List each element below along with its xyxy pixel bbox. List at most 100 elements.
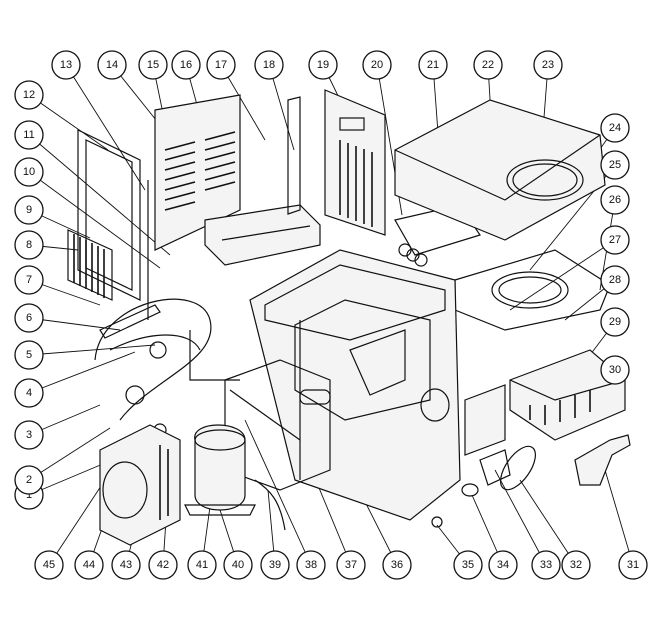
callout-circle: [600, 185, 630, 215]
callout-number: 34: [497, 559, 509, 571]
callout-3: 3: [14, 420, 44, 450]
part-sensor-plate: [479, 449, 511, 486]
callout-circle: [111, 550, 141, 580]
callout-14: 14: [97, 50, 127, 80]
callout-number: 9: [26, 204, 32, 216]
callout-4: 4: [14, 378, 44, 408]
callout-37: 37: [336, 550, 366, 580]
callout-33: 33: [531, 550, 561, 580]
callout-number: 37: [345, 559, 357, 571]
callout-9: 9: [14, 195, 44, 225]
callout-circle: [51, 50, 81, 80]
part-ice-basket: [509, 349, 626, 441]
callout-27: 27: [600, 225, 630, 255]
callout-circle: [362, 50, 392, 80]
part-compressor: [184, 424, 256, 516]
callout-circle: [171, 50, 201, 80]
part-drain-cap: [431, 516, 443, 528]
callout-number: 24: [609, 122, 621, 134]
callout-10: 10: [14, 157, 44, 187]
callout-number: 1: [26, 489, 32, 501]
callout-42: 42: [148, 550, 178, 580]
callout-number: 42: [157, 559, 169, 571]
leader-line-4: [28, 351, 136, 394]
callout-12: 12: [14, 80, 44, 110]
callout-number: 13: [60, 59, 72, 71]
callout-number: 44: [83, 559, 95, 571]
leader-line-2: [28, 427, 111, 481]
callout-circle: [533, 50, 563, 80]
callout-number: 30: [609, 364, 621, 376]
callout-circle: [561, 550, 591, 580]
callout-39: 39: [260, 550, 290, 580]
callout-13: 13: [51, 50, 81, 80]
callout-2: 2: [14, 465, 44, 495]
callout-11: 11: [14, 120, 44, 150]
callout-number: 14: [106, 59, 118, 71]
callout-35: 35: [453, 550, 483, 580]
callout-number: 18: [263, 59, 275, 71]
part-main-housing: [249, 249, 461, 521]
callout-circle: [308, 50, 338, 80]
callout-17: 17: [206, 50, 236, 80]
callout-23: 23: [533, 50, 563, 80]
callout-7: 7: [14, 265, 44, 295]
callout-number: 16: [180, 59, 192, 71]
callout-circle: [531, 550, 561, 580]
part-bracket: [287, 96, 301, 215]
callout-circle: [14, 303, 44, 333]
leader-line-27: [509, 239, 616, 311]
part-ice-scoop: [574, 434, 631, 486]
callout-number: 2: [26, 474, 32, 486]
callout-25: 25: [600, 150, 630, 180]
callout-19: 19: [308, 50, 338, 80]
callout-number: 35: [462, 559, 474, 571]
callout-number: 26: [609, 194, 621, 206]
callout-43: 43: [111, 550, 141, 580]
callout-circle: [14, 80, 44, 110]
callout-38: 38: [296, 550, 326, 580]
callout-circle: [600, 113, 630, 143]
callout-circle: [296, 550, 326, 580]
callout-number: 10: [23, 166, 35, 178]
callout-number: 40: [232, 559, 244, 571]
callout-number: 38: [305, 559, 317, 571]
part-condenser-grid: [67, 229, 113, 301]
callout-circle: [618, 550, 648, 580]
leader-line-31: [604, 469, 634, 566]
callout-40: 40: [223, 550, 253, 580]
callout-18: 18: [254, 50, 284, 80]
callout-number: 33: [540, 559, 552, 571]
callout-34: 34: [488, 550, 518, 580]
callout-6: 6: [14, 303, 44, 333]
callout-number: 36: [391, 559, 403, 571]
part-condenser-fan: [99, 424, 181, 546]
callout-5: 5: [14, 340, 44, 370]
callout-circle: [74, 550, 104, 580]
callout-circle: [600, 307, 630, 337]
leader-line-45: [48, 479, 106, 566]
callout-circle: [14, 340, 44, 370]
callout-number: 4: [26, 387, 32, 399]
parts-drawing: [67, 89, 631, 546]
callout-21: 21: [418, 50, 448, 80]
callout-circle: [14, 378, 44, 408]
callout-circle: [223, 550, 253, 580]
callout-24: 24: [600, 113, 630, 143]
callout-circle: [254, 50, 284, 80]
callout-8: 8: [14, 230, 44, 260]
leader-line-32: [519, 479, 577, 566]
part-wire-harness: [254, 479, 286, 531]
leader-line-33: [494, 469, 547, 566]
callout-circle: [34, 550, 64, 580]
callout-number: 27: [609, 234, 621, 246]
callout-28: 28: [600, 265, 630, 295]
leader-line-11: [28, 134, 171, 256]
leader-line-5: [28, 344, 156, 356]
callout-number: 15: [147, 59, 159, 71]
callout-circle: [138, 50, 168, 80]
callout-circle: [336, 550, 366, 580]
leader-line-38: [244, 419, 312, 566]
callout-number: 8: [26, 239, 32, 251]
